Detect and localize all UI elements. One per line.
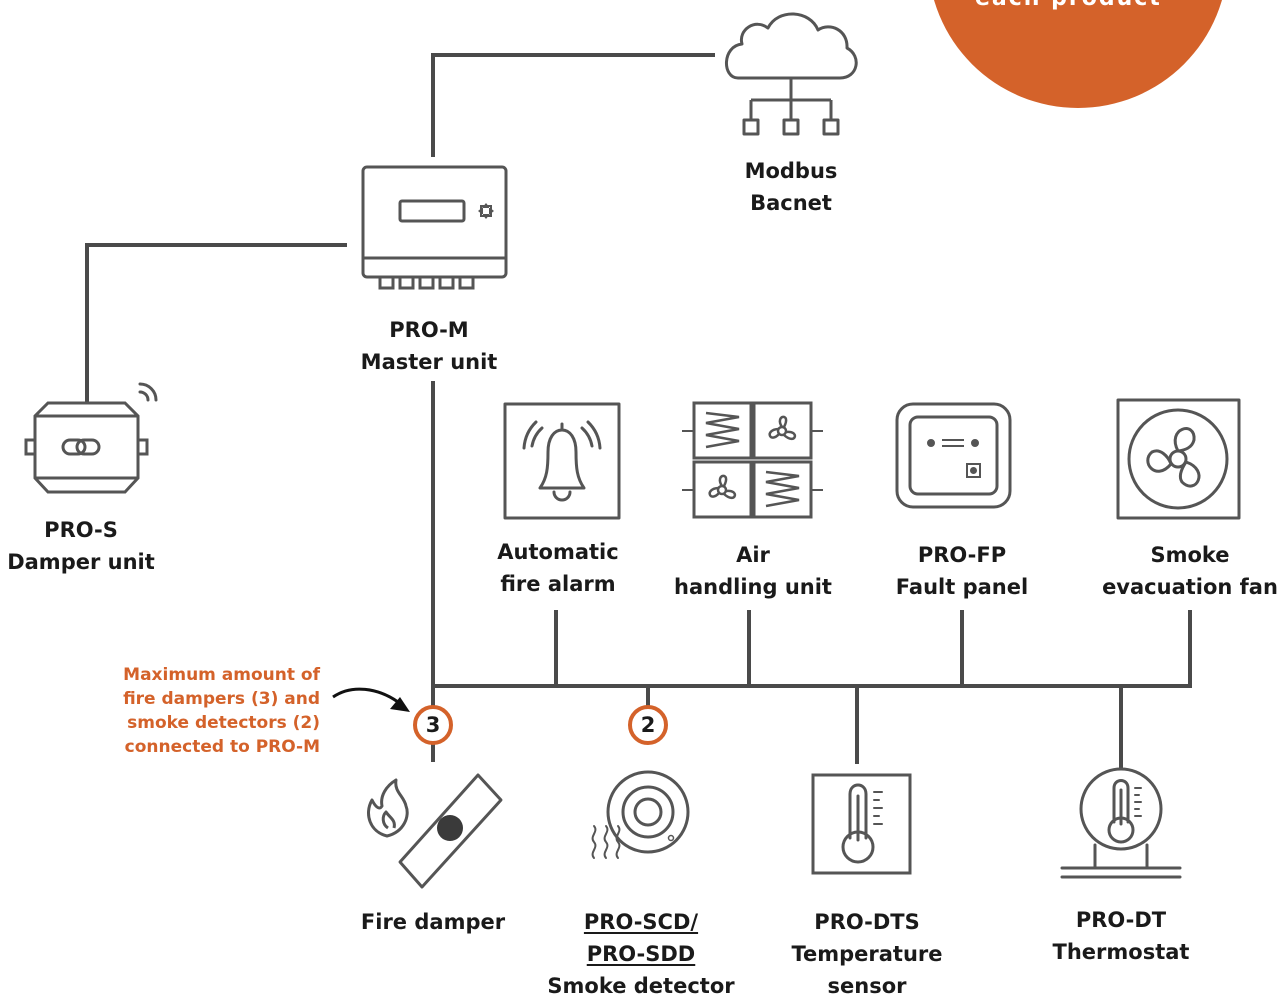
corner-badge-text: each product (975, 0, 1162, 11)
smoke-detector-icon (591, 770, 690, 859)
fault-panel-line1: PRO-FP (917, 543, 1007, 567)
fire-alarm-label: Automatic fire alarm (478, 536, 638, 600)
fire-alarm-line2: fire alarm (500, 572, 616, 596)
damper-unit-line1: PRO-S (44, 518, 118, 542)
fire-alarm-icon (503, 402, 621, 520)
thermostat-line1: PRO-DT (1075, 908, 1167, 932)
ahu-label: Air handling unit (663, 539, 843, 603)
smoke-detector-label: PRO-SCD/ PRO-SDD Smoke detector (538, 906, 744, 1001)
master-line2: Master unit (360, 350, 498, 374)
damper-unit-label: PRO-S Damper unit (0, 514, 162, 578)
air-handling-unit-icon (682, 401, 823, 519)
limits-note: Maximum amount of fire dampers (3) and s… (92, 663, 320, 759)
temp-sensor-label: PRO-DTS Temperature sensor (782, 906, 952, 1001)
thermostat-icon (1060, 767, 1182, 879)
thermostat-line2: Thermostat (1052, 940, 1190, 964)
fault-panel-line2: Fault panel (895, 575, 1029, 599)
fire-damper-limit-value: 3 (425, 713, 441, 737)
fire-damper-limit-badge (413, 705, 453, 745)
fault-panel-label: PRO-FP Fault panel (878, 539, 1046, 603)
smoke-detector-line1: PRO-SCD/ (583, 910, 699, 934)
limits-note-line2: fire dampers (3) and (123, 689, 320, 709)
smoke-fan-icon (1116, 398, 1241, 520)
thermostat-label: PRO-DT Thermostat (1047, 904, 1195, 968)
fault-panel-icon (895, 402, 1012, 509)
fire-alarm-line1: Automatic (497, 540, 619, 564)
smoke-fan-label: Smoke evacuation fan (1095, 539, 1285, 603)
temperature-sensor-icon (811, 773, 912, 875)
limits-note-line4: connected to PRO-M (124, 737, 320, 757)
temp-sensor-line2: Temperature (791, 942, 943, 966)
network-line1: Modbus (744, 159, 838, 183)
fire-damper-label: Fire damper (353, 906, 513, 938)
fire-damper-icon (367, 773, 503, 889)
wire-master-damper-unit (85, 243, 347, 410)
temp-sensor-line1: PRO-DTS (814, 910, 920, 934)
network-line2: Bacnet (750, 191, 832, 215)
smoke-fan-line1: Smoke (1150, 543, 1230, 567)
smoke-detector-line3: Smoke detector (547, 974, 735, 998)
limits-note-line3: smoke detectors (2) (127, 713, 320, 733)
ahu-line1: Air (736, 543, 770, 567)
master-unit-icon (361, 165, 508, 290)
damper-unit-line2: Damper unit (7, 550, 155, 574)
smoke-detector-line2: PRO-SDD (586, 942, 696, 966)
fire-damper-line1: Fire damper (360, 910, 506, 934)
wiring (85, 53, 1192, 770)
limits-note-line1: Maximum amount of (123, 665, 320, 685)
master-unit-label: PRO-M Master unit (343, 314, 515, 378)
ahu-line2: handling unit (674, 575, 832, 599)
temp-sensor-line3: sensor (827, 974, 907, 998)
limit-badges (413, 705, 668, 745)
smoke-detector-limit-badge (628, 705, 668, 745)
cloud-network-icon (725, 12, 858, 136)
arrow-icon (332, 687, 410, 712)
smoke-fan-line2: evacuation fan (1102, 575, 1278, 599)
wire-master-cloud (431, 53, 715, 157)
damper-unit-icon (24, 382, 158, 494)
master-line1: PRO-M (389, 318, 469, 342)
corner-badge-circle (934, 0, 1222, 108)
network-label: Modbus Bacnet (731, 155, 851, 219)
smoke-detector-limit-value: 2 (640, 713, 656, 737)
